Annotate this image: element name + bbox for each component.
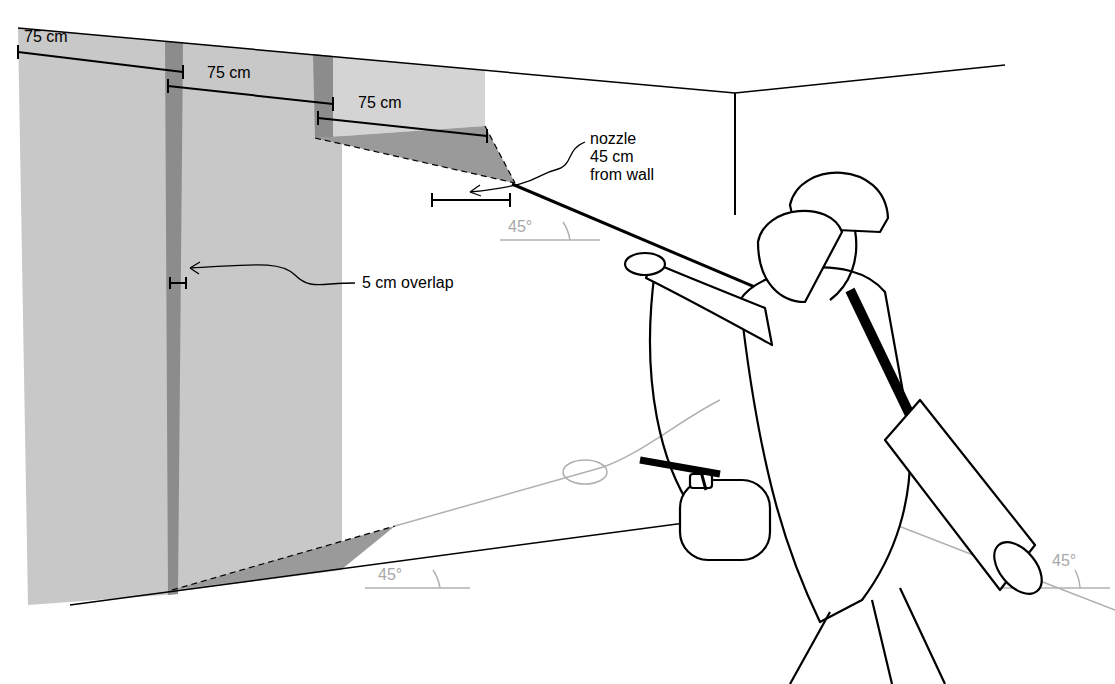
- angle-arc: [563, 222, 570, 240]
- callout-label: nozzle 45 cm from wall: [590, 130, 656, 184]
- sprayed-band: [18, 28, 183, 605]
- dimension-tick: [17, 45, 19, 59]
- pump-rod: [700, 468, 706, 490]
- operator-hand: [625, 253, 665, 275]
- spray-fan: [315, 126, 515, 183]
- dimension-tick: [332, 97, 334, 111]
- wall-top-edge: [18, 28, 735, 93]
- dimension-line: [18, 52, 183, 72]
- dimension-label: 75 cm: [24, 28, 104, 46]
- dimension-line: [318, 118, 487, 136]
- angle-label: 45°: [508, 218, 558, 236]
- angle-label: 45°: [378, 566, 428, 584]
- operator-legs: [790, 588, 945, 684]
- leader-line: [470, 142, 585, 192]
- dimension-line: [432, 199, 510, 201]
- spray-edge: [485, 126, 515, 183]
- dimension-tick: [167, 79, 169, 93]
- dimension-label: 75 cm: [207, 64, 287, 82]
- floor-edge: [70, 515, 745, 605]
- leader-arrowhead: [190, 262, 200, 274]
- dimension-tick: [317, 111, 319, 125]
- angle-arc: [433, 570, 440, 588]
- dimension-tick: [182, 65, 184, 79]
- wall-top-edge: [735, 65, 1005, 93]
- sprayed-band: [165, 41, 342, 592]
- overlap-strip: [313, 54, 333, 138]
- dimension-tick: [185, 277, 187, 289]
- dimension-lines: [18, 45, 510, 289]
- leader-arrowhead: [470, 185, 481, 196]
- spray-lance: [512, 184, 790, 302]
- pump-tank: [680, 480, 770, 560]
- angle-reference: [500, 239, 600, 241]
- wall-corner: [734, 93, 736, 215]
- operator-arm: [646, 262, 772, 345]
- dimension-line: [168, 86, 333, 104]
- spray-edge: [315, 138, 515, 183]
- spray-fan: [172, 526, 395, 590]
- pump-handle: [640, 460, 720, 474]
- angle-arc: [1075, 570, 1080, 588]
- spray-operator: [625, 173, 1051, 684]
- tank-end: [985, 533, 1051, 602]
- dimension-tick: [486, 129, 488, 143]
- angle-reference: [365, 587, 470, 589]
- face-shield: [758, 211, 842, 302]
- spray-edge: [172, 526, 395, 590]
- ghost-hand: [563, 460, 607, 484]
- dimension-label: 75 cm: [358, 94, 438, 112]
- angle-label: 45°: [1052, 552, 1102, 570]
- dimension-tick: [169, 277, 171, 289]
- ghost-lance: [395, 468, 600, 526]
- leader-line: [190, 265, 355, 285]
- overlap-strip: [165, 41, 183, 595]
- dimension-line: [170, 282, 186, 284]
- dimension-tick: [509, 193, 511, 207]
- dimension-tick: [431, 193, 433, 207]
- callout-label: 5 cm overlap: [362, 274, 502, 292]
